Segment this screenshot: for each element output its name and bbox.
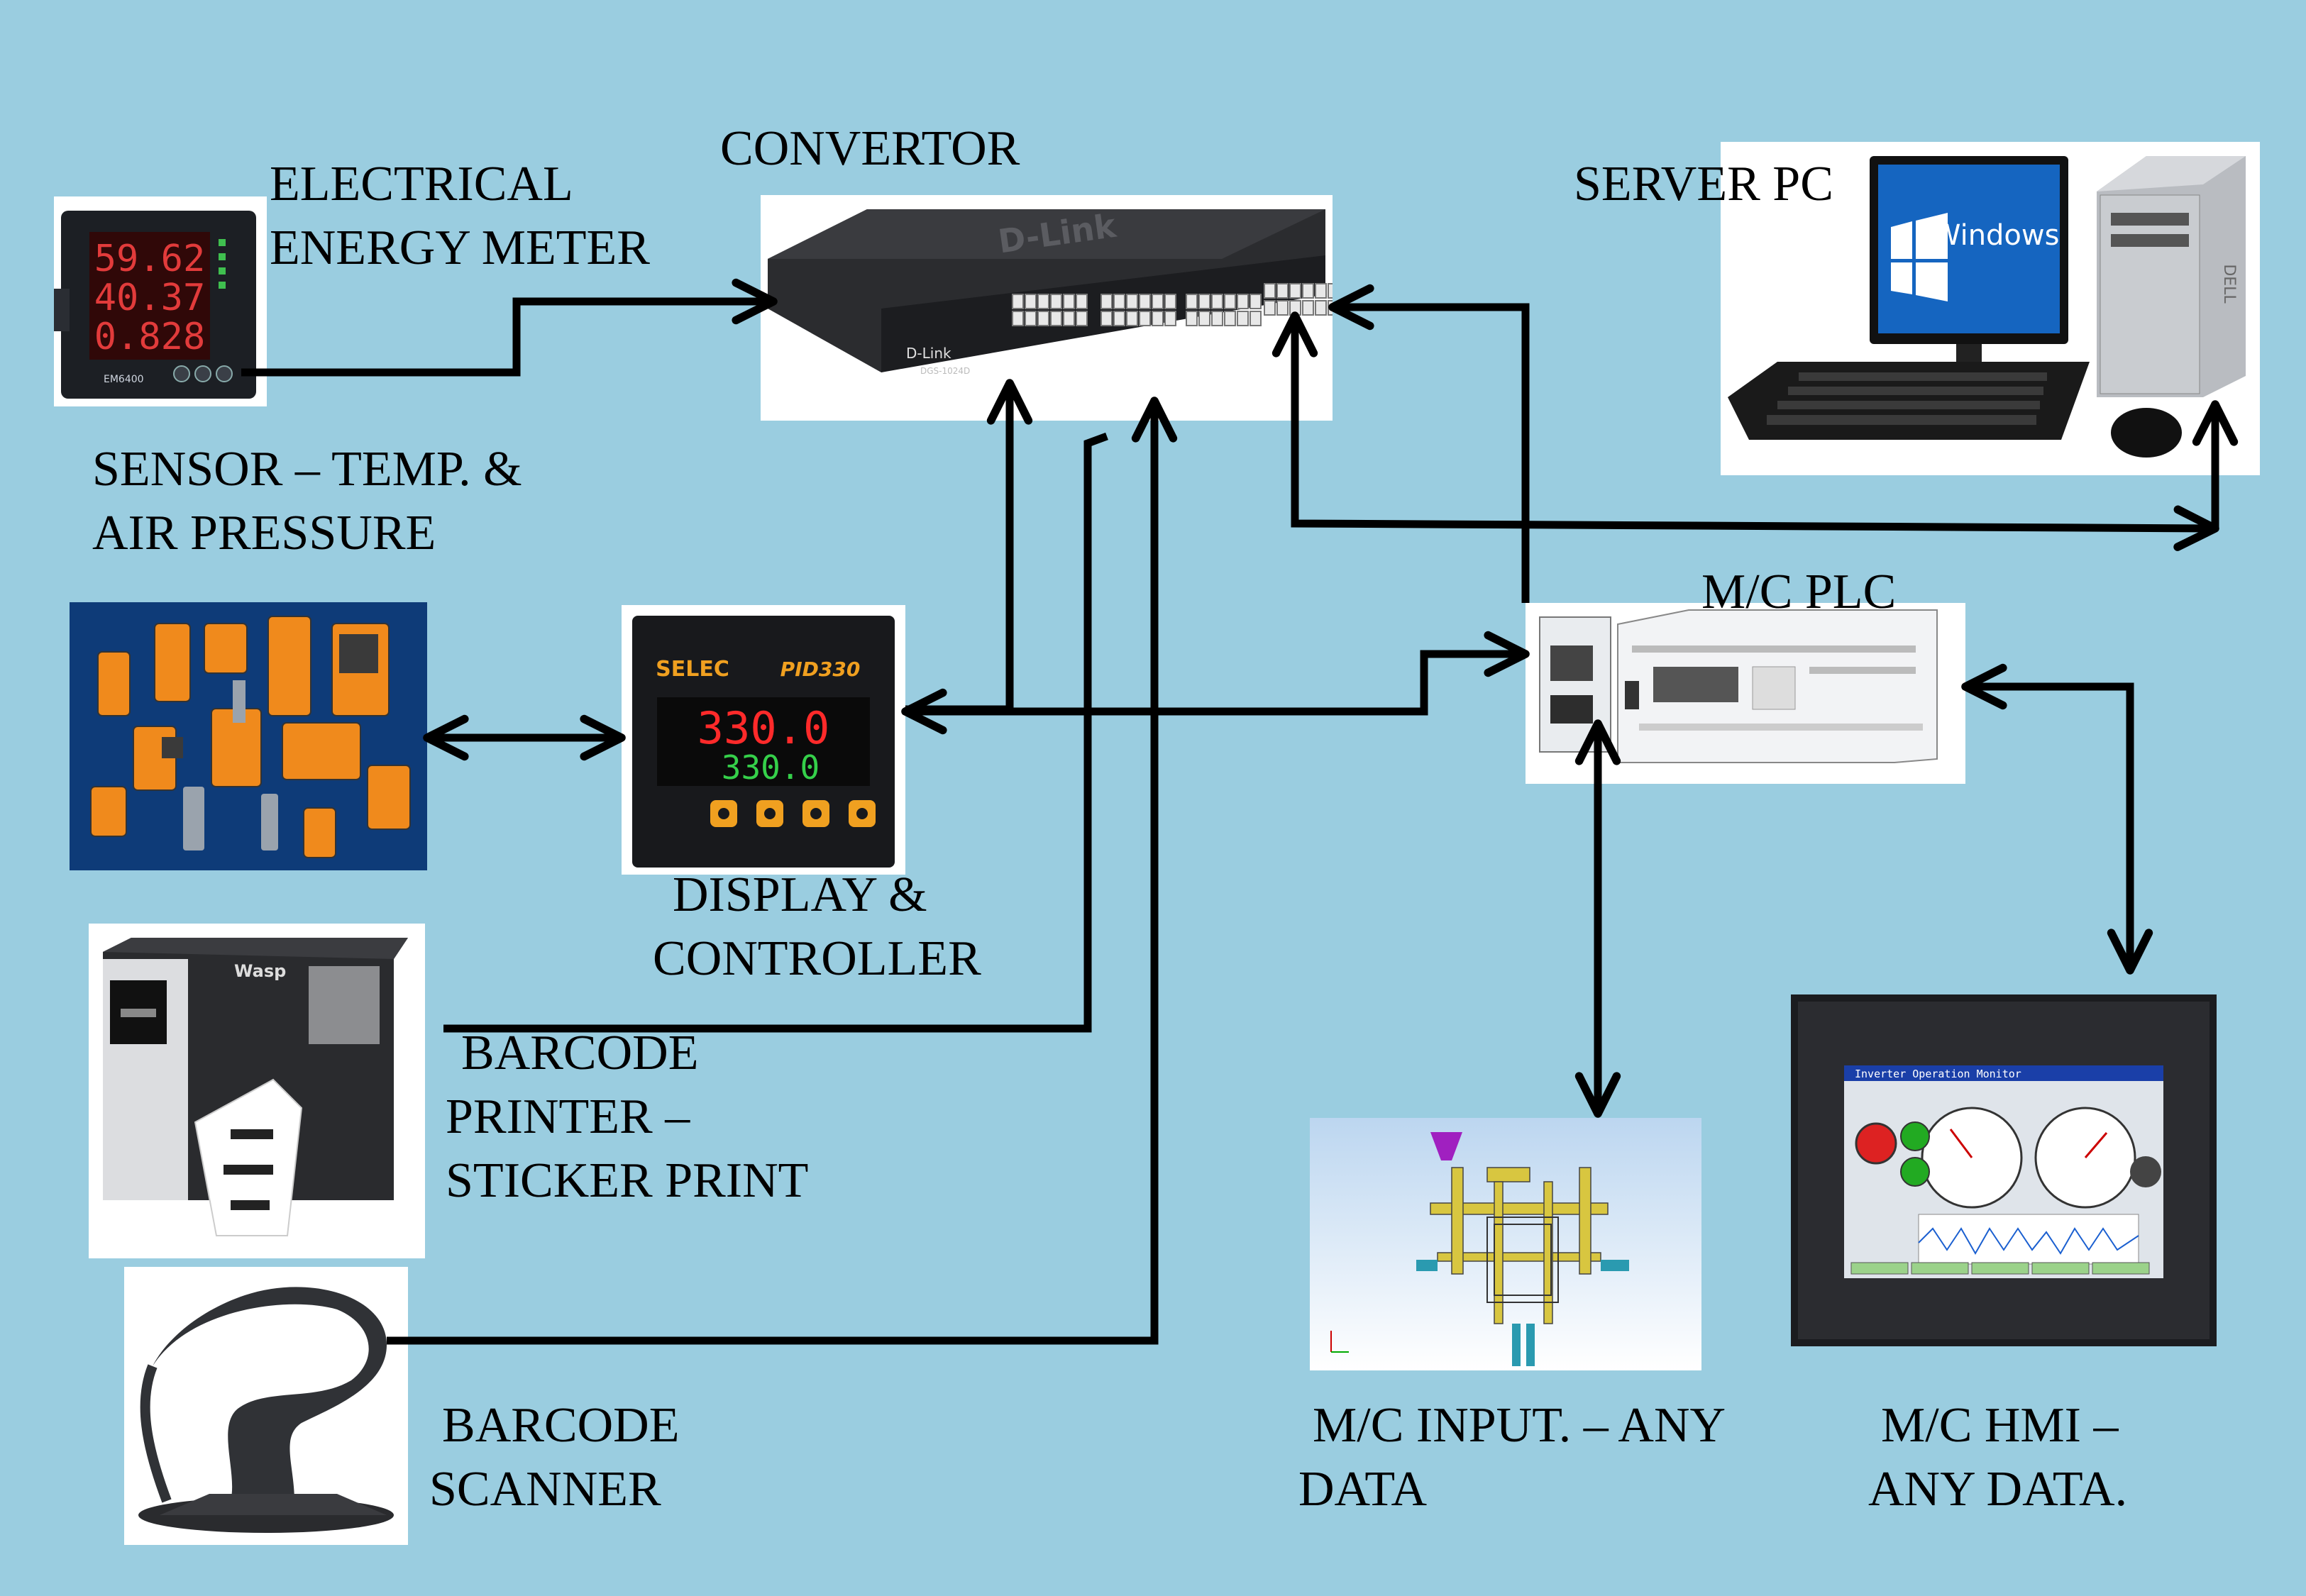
sensors-icon [70,602,427,870]
controller-pv-readout: 330.0 [697,702,830,754]
hmi-title-label: Inverter Operation Monitor [1855,1068,2021,1080]
printer-brand-label: Wasp [234,961,286,981]
plc-image [1526,603,1965,784]
meter-reading-2: 40.37 [94,277,206,319]
pc-brand-label: DELL [2220,264,2238,304]
sensor-label-line-2: AIR PRESSURE [92,506,436,560]
energy-meter-label-line-2: ENERGY METER [270,221,650,275]
display-controller-label: DISPLAY & CONTROLLER [653,863,981,991]
plc-to-hmi-line [1961,663,2153,975]
mc-hmi-label-line-1: M/C HMI – [1881,1398,2119,1453]
mc-input-label-line-1: M/C INPUT. – ANY [1313,1398,1726,1453]
controller-to-plc-line [901,631,1530,735]
display-controller-label-line-1: DISPLAY & [673,868,927,922]
barcode-printer-label: BARCODE PRINTER – STICKER PRINT [446,1021,808,1213]
sensors-image [70,602,427,870]
plc-label: M/C PLC [1701,565,1897,619]
barcode-scanner-image [124,1267,408,1545]
hmi-image: Inverter Operation Monitor [1791,994,2217,1346]
meter-reading-1: 59.62 [94,238,206,280]
switch-model-label: DGS-1024D [920,366,970,376]
meter-reading-3: 0.828 [94,316,206,358]
barcode-scanner-label-line-1: BARCODE [442,1398,680,1453]
display-controller-label-line-2: CONTROLLER [653,931,981,986]
convertor-image: D-Link D-Link DGS-1024D [761,195,1333,421]
convertor-to-server-line [1271,311,2219,551]
scanner-to-convertor-line [387,397,1178,1345]
windows-10-label: Windows 10 [1933,219,2104,252]
barcode-scanner-icon [138,1287,394,1533]
mc-input-label-line-2: DATA [1298,1462,1428,1517]
machine-cad-icon [1310,1118,1701,1370]
energy-meter-label-line-1: ELECTRICAL [270,157,573,211]
pid-controller-icon: SELEC PID330 330.0 330.0 [632,616,895,868]
controller-sv-readout: 330.0 [722,748,820,787]
mc-input-image [1310,1118,1701,1370]
controller-to-convertor-line [905,379,1033,714]
controller-brand-label: SELEC [656,657,729,682]
energy-meter-image: 59.62 40.37 0.828 EM6400 [54,196,267,406]
controller-model-label: PID330 [780,658,861,681]
barcode-printer-label-line-1: BARCODE [461,1026,699,1080]
barcode-printer-image: Wasp [89,924,425,1258]
sensor-label: SENSOR – TEMP. & AIR PRESSURE [92,438,522,565]
barcode-printer-label-line-2: PRINTER – [446,1090,690,1144]
sensor-label-line-1: SENSOR – TEMP. & [92,442,522,497]
barcode-scanner-label-line-2: SCANNER [429,1462,661,1517]
plc-to-convertor-line [1328,284,1530,603]
energy-meter-icon: 59.62 40.37 0.828 EM6400 [54,211,256,399]
controller-image: SELEC PID330 330.0 330.0 [622,605,905,875]
mc-hmi-label: M/C HMI – ANY DATA. [1868,1394,2127,1522]
hmi-icon: Inverter Operation Monitor [1791,994,2217,1346]
energy-meter-to-convertor-line [241,278,778,377]
barcode-scanner-label: BARCODE SCANNER [429,1394,679,1522]
barcode-printer-icon: Wasp [103,938,408,1236]
printer-to-convertor-line [443,432,1108,1033]
switch-brand-label: D-Link [906,345,951,362]
barcode-printer-label-line-3: STICKER PRINT [446,1153,809,1208]
convertor-label: CONVERTOR [720,121,1020,176]
mc-input-label: M/C INPUT. – ANY DATA [1298,1394,1726,1522]
network-switch-icon: D-Link D-Link DGS-1024D [768,206,1333,376]
meter-model-label: EM6400 [104,374,144,385]
server-pc-label: SERVER PC [1574,157,1833,211]
mc-hmi-label-line-2: ANY DATA. [1868,1462,2128,1517]
energy-meter-label: ELECTRICAL ENERGY METER [270,153,650,280]
